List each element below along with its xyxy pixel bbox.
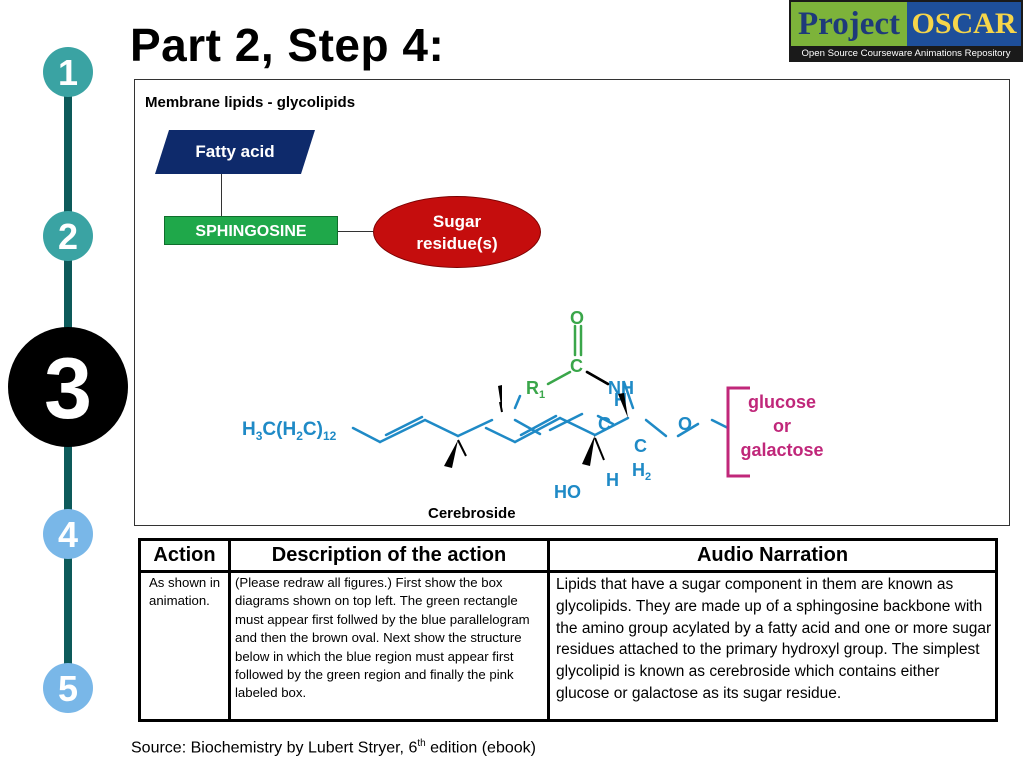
- structure-caption: Cerebroside: [428, 505, 516, 522]
- bond-o-sugar: [596, 414, 615, 426]
- cerebroside-structure: H3C(H2C)12 O C R1 NH H C O C H2 HO H: [242, 308, 750, 502]
- table-col-divider-1: [228, 541, 231, 719]
- action-table: Action Description of the action Audio N…: [138, 538, 998, 722]
- connector-fatty-sphingosine: [221, 174, 222, 216]
- svg-text:2: 2: [58, 216, 78, 257]
- svg-text:4: 4: [58, 514, 78, 555]
- step-1-marker[interactable]: 1: [43, 47, 93, 97]
- svg-text:5: 5: [58, 668, 78, 709]
- wedge-oh: [444, 440, 458, 468]
- logo-project-text: Project: [791, 2, 907, 46]
- o-top-label: O: [570, 308, 584, 328]
- connector-sphingosine-sugar: [338, 231, 373, 232]
- cell-action: As shown in animation.: [149, 575, 221, 609]
- cell-narration: Lipids that have a sugar component in th…: [556, 576, 992, 702]
- h-bottom-label: H: [606, 470, 619, 490]
- step-4-marker[interactable]: 4: [43, 509, 93, 559]
- bond-double: [384, 415, 424, 437]
- header-action: Action: [153, 544, 216, 566]
- bond-c2-h: [457, 439, 467, 457]
- logo-subtitle: Open Source Courseware Animations Reposi…: [801, 48, 1011, 59]
- step-3-marker[interactable]: 3: [8, 327, 128, 447]
- source-suffix: edition (ebook): [425, 739, 536, 757]
- bond-tail-1: [351, 426, 382, 444]
- step-5-marker[interactable]: 5: [43, 663, 93, 713]
- fatty-acid-label: Fatty acid: [195, 142, 275, 161]
- sugar-box-line3: galactose: [740, 440, 824, 460]
- sugar-box: [726, 386, 750, 478]
- parallelogram-shape: [155, 130, 315, 174]
- diagram-panel: Membrane lipids - glycolipids Fatty acid…: [134, 79, 1010, 526]
- c-carbonyl-label: C: [570, 356, 583, 376]
- sugar-residue-oval: Sugar residue(s): [373, 196, 541, 268]
- h2-label: H2: [632, 460, 651, 483]
- bond-c-r1: [546, 370, 572, 386]
- source-citation: Source: Biochemistry by Lubert Stryer, 6…: [131, 738, 536, 757]
- table-col-divider-2: [547, 541, 550, 719]
- wedge-nh: [618, 393, 628, 418]
- bond-c3-c2: [423, 418, 460, 438]
- fatty-acid-parallelogram: Fatty acid: [155, 130, 315, 174]
- wedge-ho: [582, 435, 595, 466]
- source-sup: th: [417, 738, 426, 749]
- sugar-box-line2: or: [773, 416, 791, 436]
- svg-text:1: 1: [58, 52, 78, 93]
- project-oscar-logo: Project OSCAR Open Source Courseware Ani…: [789, 0, 1023, 62]
- header-description: Description of the action: [271, 544, 507, 566]
- r1-label: R1: [526, 378, 545, 401]
- svg-text:3: 3: [44, 341, 92, 437]
- ch2-label: C: [634, 436, 647, 456]
- sphingosine-rectangle: SPHINGOSINE: [164, 216, 338, 245]
- bond-c2-c: [456, 418, 494, 438]
- sugar-box-line1: glucose: [747, 392, 817, 412]
- table-header-divider: [141, 570, 995, 573]
- bond-tail-2: [378, 418, 427, 444]
- source-prefix: Source: Biochemistry by Lubert Stryer, 6: [131, 739, 418, 757]
- diagram-title: Membrane lipids - glycolipids: [145, 94, 356, 111]
- bond-c-nh: [513, 394, 522, 410]
- page-title: Part 2, Step 4:: [130, 19, 445, 71]
- sugar-box-text: glucose or galactose: [728, 390, 836, 462]
- cell-description: (Please redraw all figures.) First show …: [235, 575, 530, 701]
- logo-oscar-text: OSCAR: [907, 2, 1021, 46]
- step-timeline: 1 2 3 4 5: [8, 47, 128, 713]
- sugar-label-line1: Sugar: [432, 212, 482, 231]
- header-narration: Audio Narration: [696, 544, 849, 566]
- tail-label: H3C(H2C)12: [242, 419, 337, 443]
- step-2-marker[interactable]: 2: [43, 211, 93, 261]
- ho-label: HO: [554, 482, 581, 502]
- sugar-label-line2: residue(s): [416, 234, 498, 253]
